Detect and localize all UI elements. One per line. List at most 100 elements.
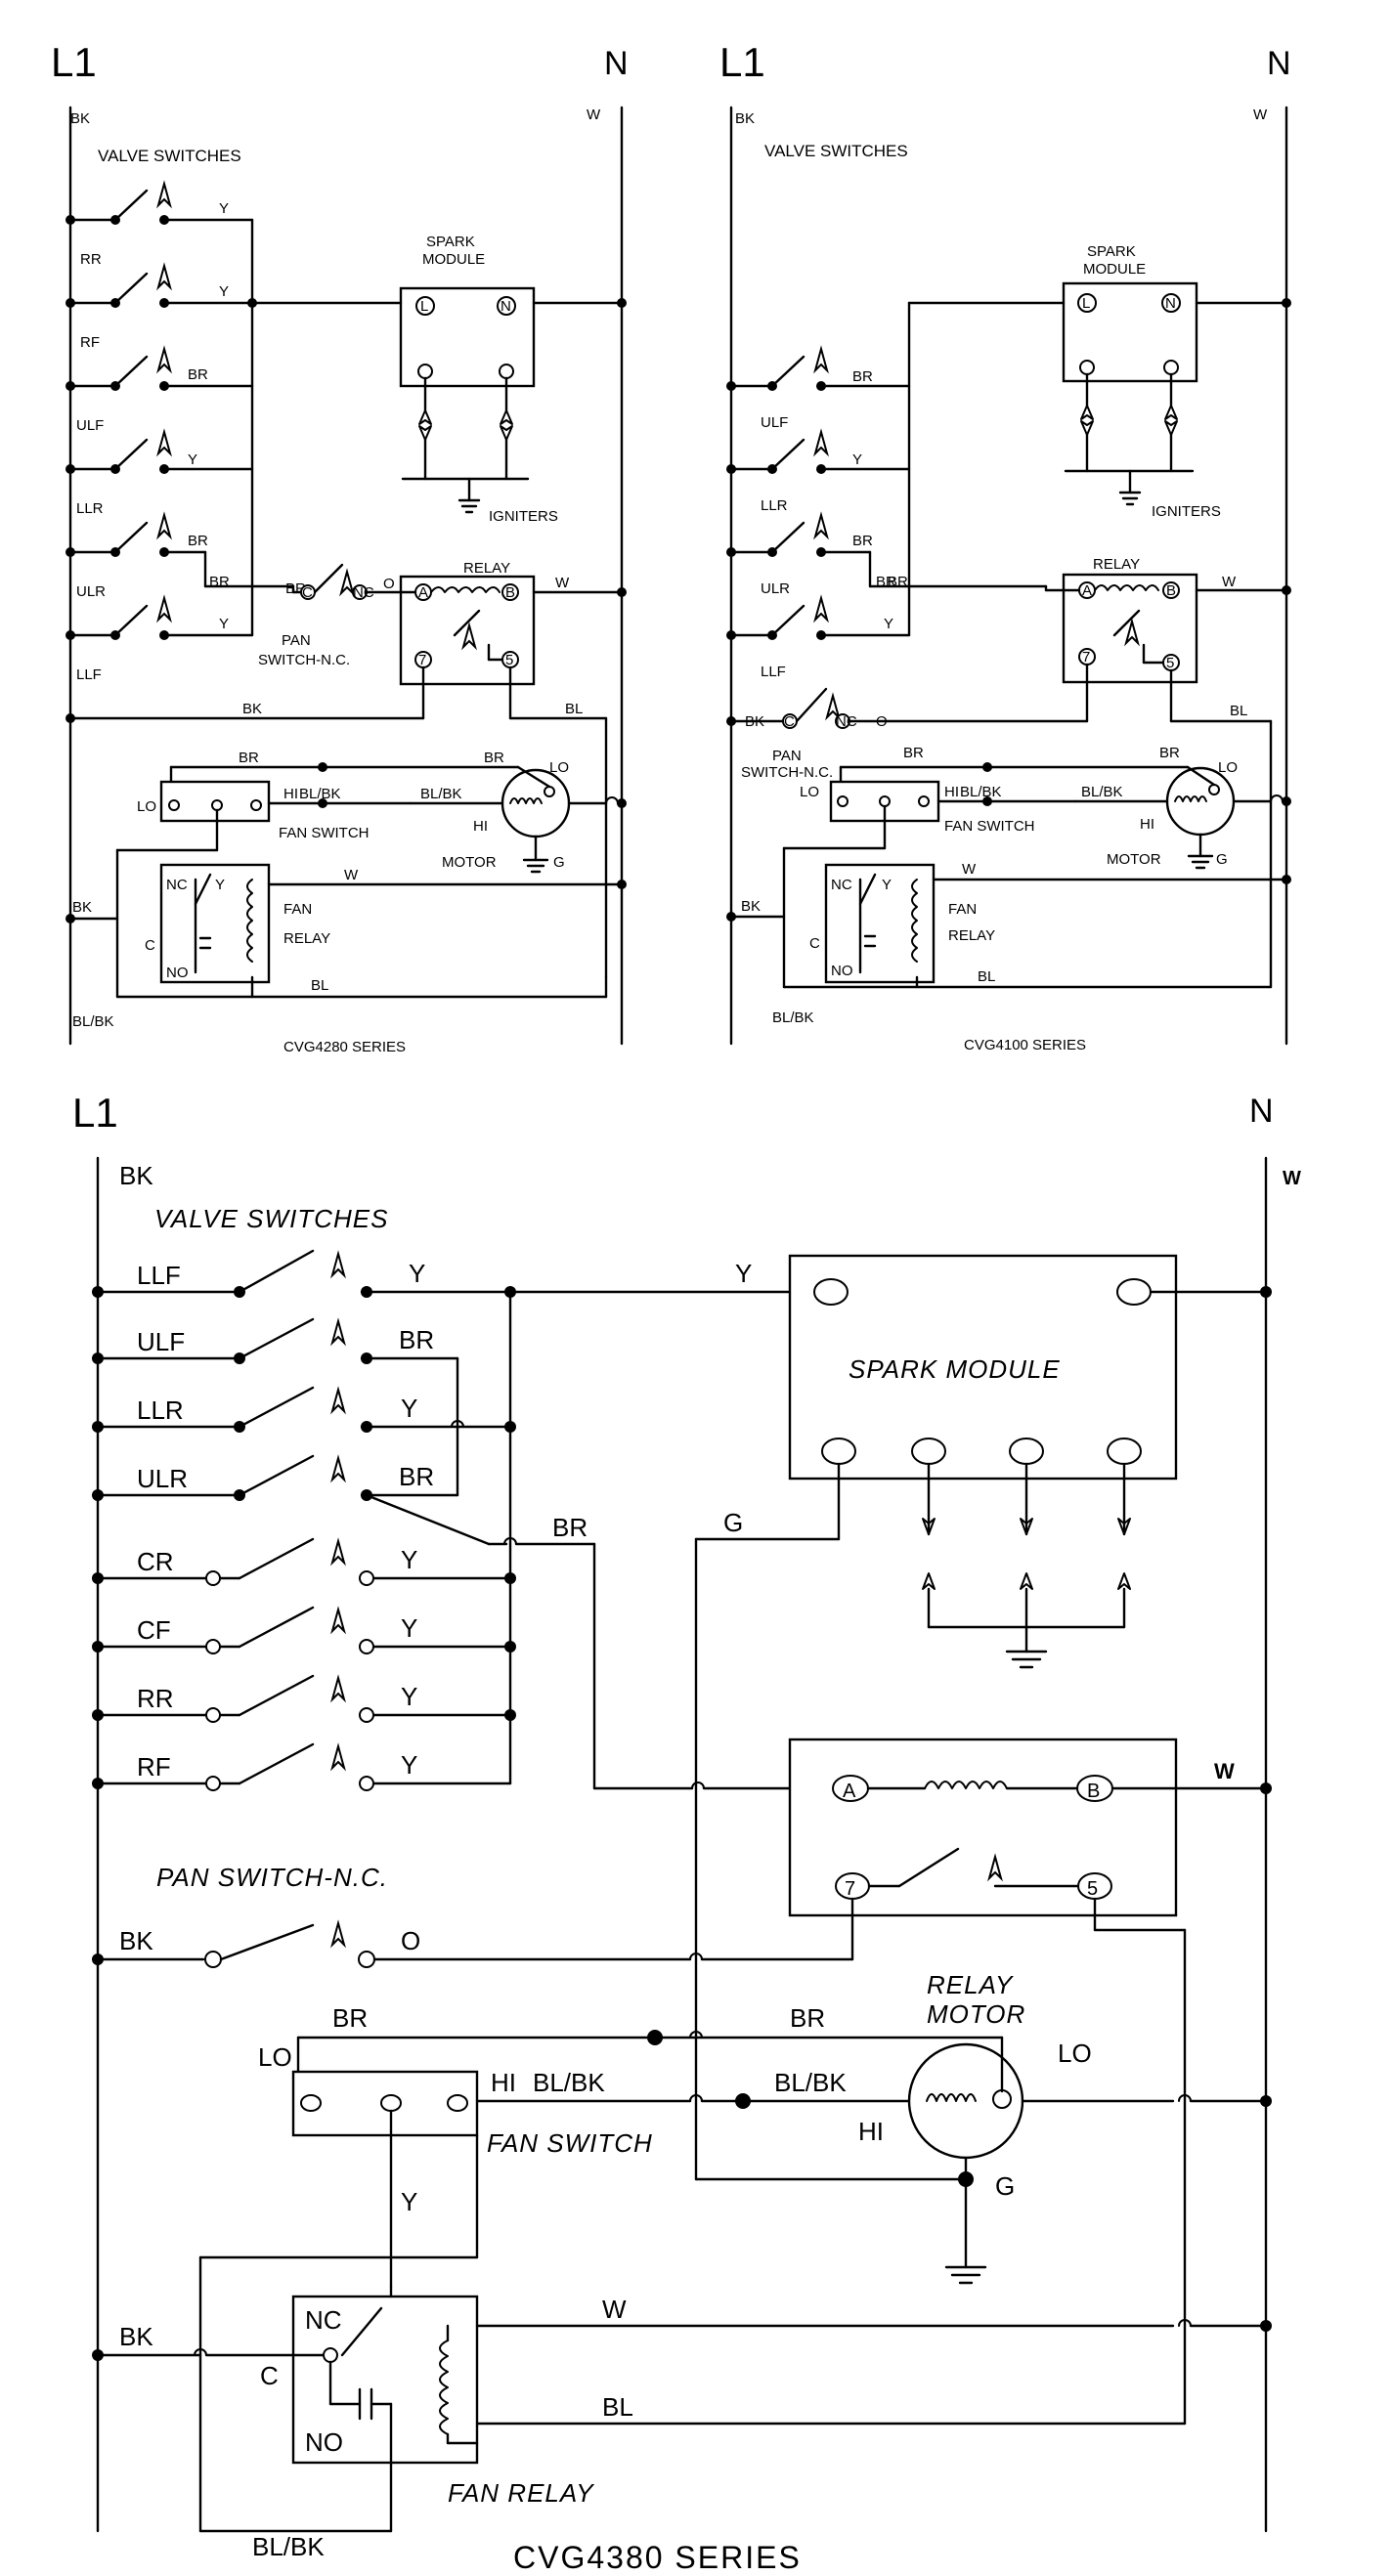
terminal-a: A <box>843 1781 856 1802</box>
spark-module-label: MODULE <box>422 251 485 268</box>
wire-label: Y <box>401 1545 417 1574</box>
motor-g: G <box>995 2171 1015 2201</box>
switch-name: ULF <box>761 414 788 431</box>
wire-label: Y <box>884 616 893 632</box>
pan-c: C <box>784 713 795 730</box>
fr-w: W <box>962 861 977 878</box>
nc-label: NC <box>305 2305 342 2335</box>
pan-switch-label: SWITCH-N.C. <box>258 652 350 668</box>
switch-name: ULR <box>76 583 106 600</box>
fan-relay-label: RELAY <box>283 930 330 947</box>
switch-name: RF <box>80 334 100 351</box>
valve-switches-label: VALVE SWITCHES <box>764 142 908 160</box>
switch-name: RR <box>137 1684 174 1713</box>
relay-w: W <box>555 575 570 591</box>
lo-label: LO <box>800 784 819 800</box>
motor-lo: LO <box>1058 2039 1092 2068</box>
valve-switch-bank: RR RF ULF LLR ULR LLF Y Y BR Y BR BR Y <box>65 183 295 683</box>
pan-switch: BK C NC O PAN SWITCH-N.C. BL <box>726 663 1273 989</box>
relay-w: W <box>1222 574 1237 590</box>
relay-label: RELAY <box>463 560 510 577</box>
terminal-n: N <box>501 298 511 315</box>
n-label: N <box>1267 45 1291 82</box>
cvg4380-schematic: L1 N BK W VALVE SWITCHES LLF ULF LLR ULR… <box>72 1090 1301 2575</box>
wire-label: BR <box>188 366 208 383</box>
switch-name: ULF <box>137 1327 185 1356</box>
bk-label: BK <box>119 2322 153 2351</box>
blbk-bottom: BL/BK <box>772 1009 814 1026</box>
wire-label: BR <box>888 574 908 590</box>
switch-name: LLF <box>76 666 102 683</box>
wire-label: BR <box>399 1462 434 1491</box>
c-label: C <box>145 937 155 954</box>
pan-switch-label: PAN <box>282 632 311 649</box>
wire-label: BR <box>790 2003 825 2033</box>
terminal-7: 7 <box>845 1878 855 1900</box>
fr-w: W <box>344 867 359 883</box>
spark-module: SPARK MODULE L N IGNITERS <box>907 243 1291 520</box>
l1-label: L1 <box>51 39 97 85</box>
hi-label: HI <box>491 2068 516 2097</box>
wire-label: Y <box>401 1682 417 1711</box>
fan-switch-label: FAN SWITCH <box>487 2128 653 2158</box>
spark-module-label: SPARK <box>1087 243 1136 260</box>
relay: BR RELAY A B 7 5 C NC O W PAN SWITCH-N.C… <box>65 560 627 979</box>
wire-label: BR <box>332 2003 368 2033</box>
bk-label: BK <box>119 1161 153 1190</box>
switch-name: CF <box>137 1615 171 1645</box>
relay-motor-label: MOTOR <box>927 1999 1025 2029</box>
pan-switch-label: PAN SWITCH-N.C. <box>156 1863 388 1892</box>
wire-label: Y <box>219 283 229 300</box>
bl-label: BL <box>565 701 583 717</box>
terminal-a: A <box>418 584 428 601</box>
fan-relay: Y NC C NO BK W BL FAN RELAY BL/BK CVG438… <box>92 2109 1272 2575</box>
wire-label: Y <box>219 200 229 217</box>
fan-relay-label: RELAY <box>948 927 995 944</box>
fr-bl: BL <box>978 968 995 985</box>
wire-label: BR <box>484 750 504 766</box>
blbk-bottom: BL/BK <box>252 2532 325 2561</box>
spark-module-label: SPARK <box>426 234 475 250</box>
wire-label: Y <box>852 451 862 468</box>
lo-label: LO <box>137 798 156 815</box>
wire-label: Y <box>188 451 197 468</box>
valve-switches-label: VALVE SWITCHES <box>98 147 241 165</box>
lo-label: LO <box>258 2042 292 2072</box>
pan-o: O <box>401 1926 420 1955</box>
hi-label: HI <box>944 784 959 800</box>
blbk-label: BL/BK <box>774 2068 847 2097</box>
c-label: C <box>260 2361 279 2390</box>
terminal-7: 7 <box>418 652 426 668</box>
w-label: W <box>1253 107 1268 123</box>
terminal-7: 7 <box>1082 649 1090 665</box>
switch-name: LLR <box>761 497 788 514</box>
series-label: CVG4100 SERIES <box>964 1037 1086 1053</box>
wire-label: BR <box>239 750 259 766</box>
motor-hi: HI <box>473 818 488 835</box>
blbk-label: BL/BK <box>299 786 341 802</box>
spark-module: SPARK MODULE G <box>694 1254 1272 2181</box>
nc-label: NC <box>166 877 188 893</box>
no-label: NO <box>305 2427 343 2457</box>
switch-name: RR <box>80 251 102 268</box>
pan-nc: NC <box>836 713 857 730</box>
terminal-b: B <box>505 584 515 601</box>
y-label: Y <box>882 877 892 893</box>
series-label: CVG4280 SERIES <box>283 1039 406 1055</box>
motor-g: G <box>1216 851 1228 868</box>
terminal-b: B <box>1087 1781 1100 1802</box>
hi-label: HI <box>283 786 298 802</box>
wire-label: BR <box>852 533 873 549</box>
igniters-label: IGNITERS <box>1152 503 1221 520</box>
terminal-n: N <box>1165 295 1176 312</box>
w-label: W <box>1283 1168 1301 1189</box>
motor-lo: LO <box>549 759 569 776</box>
spark-module-label: SPARK MODULE <box>849 1354 1061 1384</box>
fan-relay-label: FAN <box>283 901 312 918</box>
w-label: W <box>587 107 601 123</box>
bk-bus-label: BK <box>242 701 262 717</box>
relay-label: RELAY <box>1093 556 1140 573</box>
switch-name: LLR <box>137 1395 184 1425</box>
wire-label: Y <box>401 1750 417 1780</box>
